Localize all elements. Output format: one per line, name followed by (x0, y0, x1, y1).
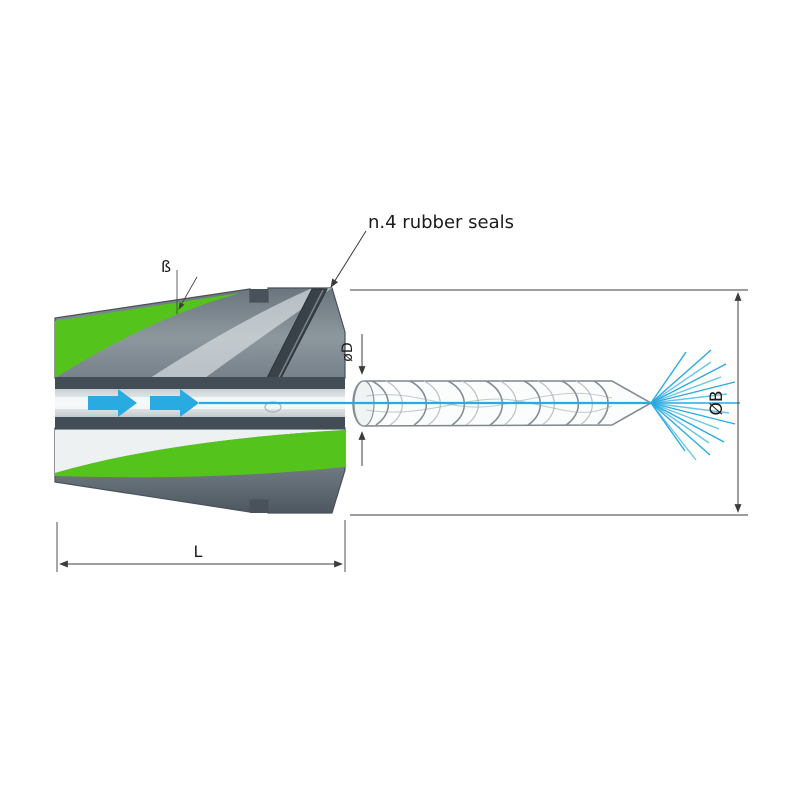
bore-wall-bottom (55, 417, 345, 429)
rubber-seals-callout: n.4 rubber seals (330, 212, 514, 288)
dimension-body-diameter: ØB (350, 289, 748, 516)
collet-body (54, 287, 346, 514)
dimension-drill-diameter: øD (340, 334, 366, 466)
dimension-length: L (56, 520, 346, 572)
coolant-arrow-1 (88, 389, 137, 417)
label-rubber-seals: n.4 rubber seals (368, 212, 514, 233)
top-slot (250, 289, 268, 302)
green-highlight-top (55, 293, 240, 378)
coolant-arrow-2 (150, 389, 199, 417)
label-length: L (194, 542, 203, 561)
green-highlight-bottom (55, 430, 345, 478)
white-highlight-bottom (55, 430, 345, 473)
label-drill-diameter: øD (340, 342, 356, 361)
bottom-slot (250, 500, 268, 513)
coolant-bore (55, 377, 345, 429)
body-highlight-top (150, 288, 332, 378)
angle-annotation: ß (161, 257, 198, 314)
coolant-spray (650, 349, 740, 461)
label-taper-angle: ß (161, 257, 171, 276)
bore-wall-top (55, 377, 345, 389)
label-body-diameter: ØB (707, 390, 727, 415)
